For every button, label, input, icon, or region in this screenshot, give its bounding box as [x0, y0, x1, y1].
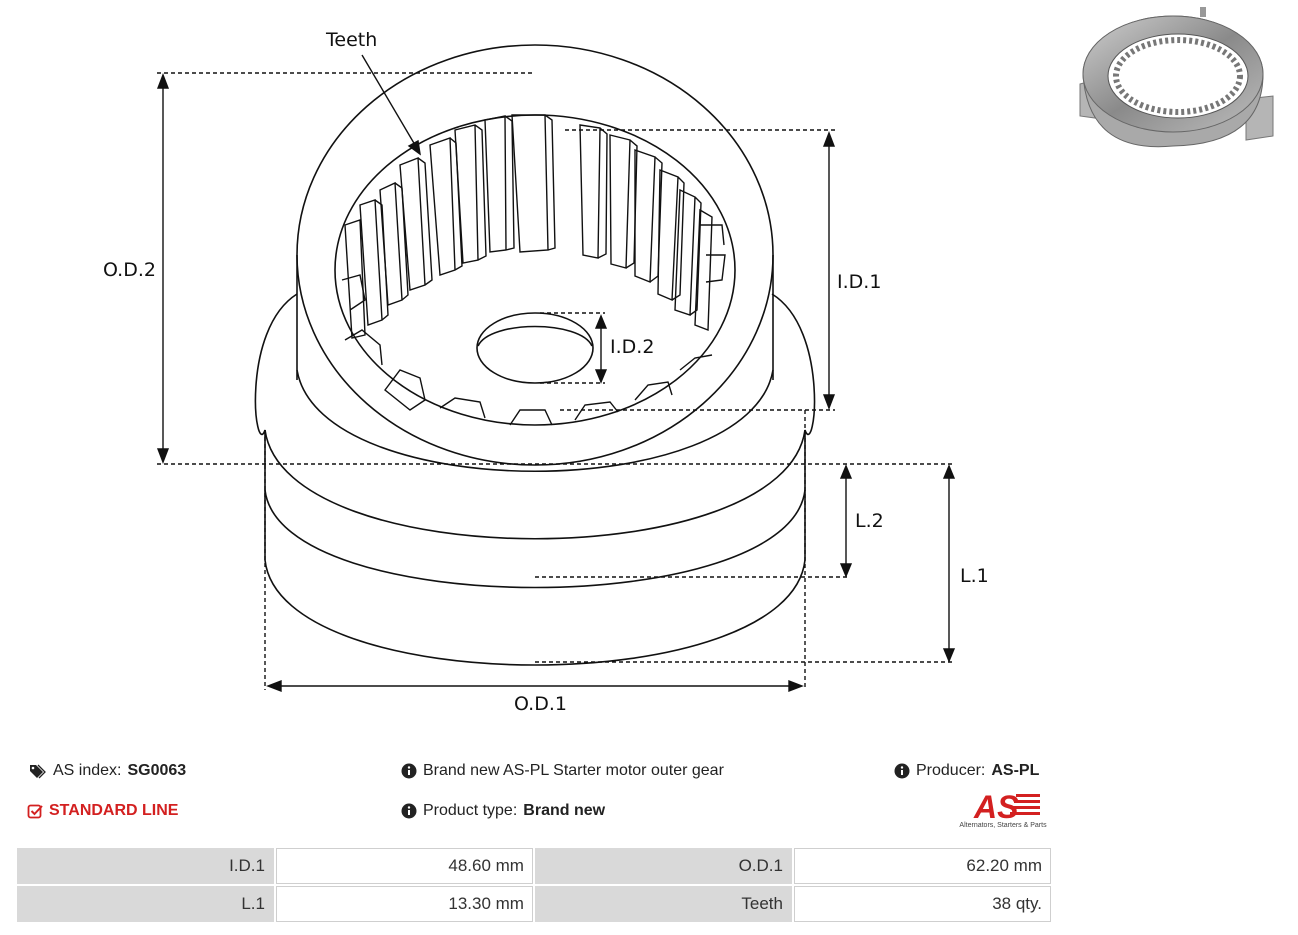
spec-value: 13.30 mm — [275, 886, 533, 922]
label-l1: L.1 — [960, 565, 989, 587]
spec-value: 48.60 mm — [275, 848, 533, 884]
label-id1: I.D.1 — [837, 271, 881, 293]
as-index-value: SG0063 — [127, 762, 187, 779]
product-type-row: Product type: Brand new — [401, 802, 605, 820]
product-type-label: Product type: — [423, 802, 518, 819]
table-row: I.D.1 48.60 mm O.D.1 62.20 mm — [17, 848, 1051, 884]
info-circle-icon — [401, 803, 417, 819]
description-row: Brand new AS-PL Starter motor outer gear — [401, 762, 724, 780]
spec-key: I.D.1 — [17, 848, 274, 884]
spec-value: 38 qty. — [793, 886, 1051, 922]
product-description: Brand new AS-PL Starter motor outer gear — [423, 762, 724, 779]
id2-hole — [476, 312, 594, 384]
spec-key: O.D.1 — [534, 848, 792, 884]
product-type-value: Brand new — [523, 802, 606, 819]
label-od2: O.D.2 — [103, 259, 156, 281]
label-teeth: Teeth — [325, 29, 377, 51]
table-row: L.1 13.30 mm Teeth 38 qty. — [17, 886, 1051, 922]
producer-row: Producer: AS-PL — [894, 762, 1039, 780]
as-index-label: AS index: — [53, 762, 122, 779]
standard-line-label: STANDARD LINE — [49, 802, 179, 819]
product-photo — [1079, 7, 1274, 148]
info-circle-icon — [894, 763, 910, 779]
inner-bore — [334, 114, 736, 426]
producer-label: Producer: — [916, 762, 986, 779]
spec-key: Teeth — [534, 886, 792, 922]
standard-line-badge: STANDARD LINE — [27, 802, 178, 820]
label-l2: L.2 — [855, 510, 884, 532]
check-square-icon — [27, 804, 43, 819]
lower-flange-outline — [254, 293, 816, 666]
spec-value: 62.20 mm — [793, 848, 1051, 884]
producer-value: AS-PL — [991, 762, 1040, 779]
lower-flange-mid — [264, 429, 806, 540]
technical-drawing: Teeth O.D.2 I.D.1 I.D.2 L.2 L.1 O.D.1 — [103, 29, 989, 715]
specs-table: I.D.1 48.60 mm O.D.1 62.20 mm L.1 13.30 … — [15, 846, 1053, 924]
lower-flange-bottom — [264, 489, 806, 589]
tags-icon — [30, 764, 46, 779]
info-circle-icon — [401, 763, 417, 779]
logo-tagline: Alternators, Starters & Parts — [959, 822, 1047, 829]
label-id2: I.D.2 — [610, 336, 654, 358]
svg-text:AS: AS — [973, 789, 1019, 825]
gear-teeth — [341, 114, 726, 426]
outer-ring-top — [296, 44, 774, 466]
as-index-row: AS index: SG0063 — [27, 762, 186, 780]
spec-key: L.1 — [17, 886, 274, 922]
label-od1: O.D.1 — [514, 693, 567, 715]
as-pl-logo: AS — [973, 789, 1040, 825]
